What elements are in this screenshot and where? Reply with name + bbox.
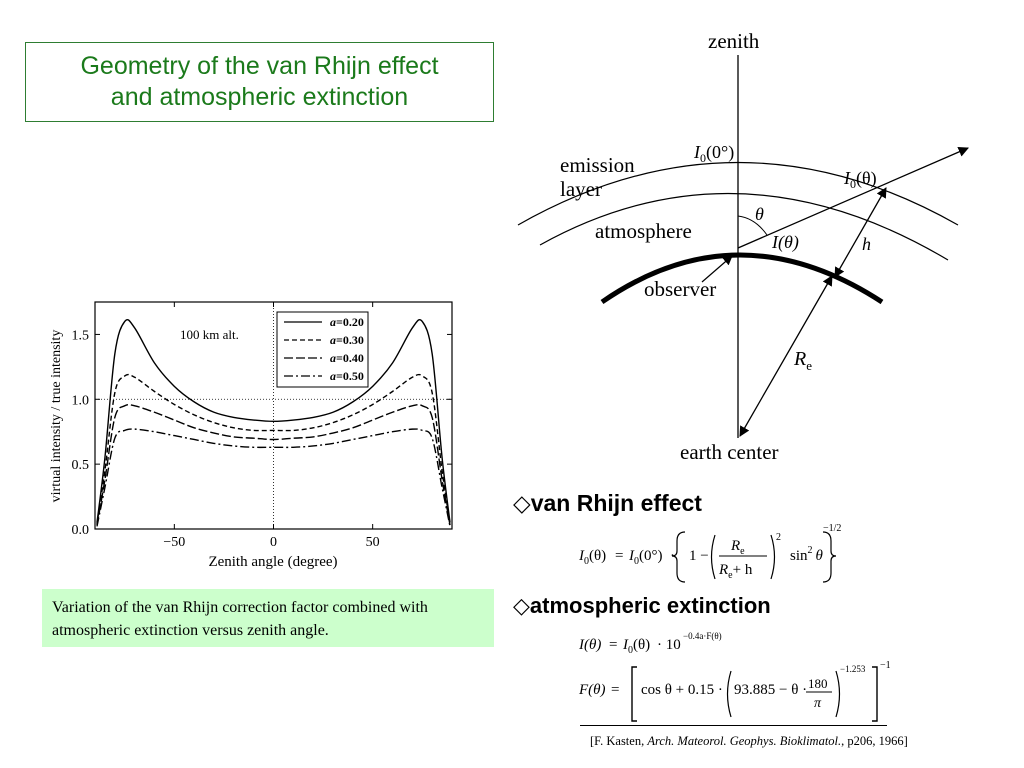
svg-text:−1/2: −1/2	[823, 523, 841, 534]
y-tick-label: 0.5	[72, 458, 90, 473]
observer-pointer-arrow	[701, 255, 733, 283]
legend-label-4: a=0.50	[330, 369, 364, 383]
svg-text:F(θ): F(θ)	[578, 682, 606, 698]
svg-text:−1.253: −1.253	[840, 664, 866, 674]
title-line-2: and atmospheric extinction	[110, 83, 409, 111]
f-theta-equation: F(θ) = cos θ + 0.15 · 93.885 − θ · 180 π…	[578, 660, 891, 722]
height-arrow	[834, 187, 887, 278]
svg-text:=: =	[609, 637, 617, 653]
i-theta-label: I(θ)	[771, 232, 799, 253]
svg-text:cos θ + 0.15 ·: cos θ + 0.15 ·	[641, 682, 723, 698]
svg-text:180: 180	[808, 676, 828, 691]
svg-text:· 10: · 10	[657, 637, 681, 653]
series-line-3	[96, 403, 451, 526]
i0-zero-label: I0(0°)	[693, 142, 734, 165]
x-tick-label: −50	[163, 535, 185, 550]
observer-label: observer	[644, 277, 716, 301]
zenith-label: zenith	[708, 29, 760, 53]
svg-text:2: 2	[776, 532, 781, 543]
emission-label: emission	[560, 153, 635, 177]
legend-box	[276, 311, 369, 388]
x-axis-label: Zenith angle (degree)	[208, 554, 337, 570]
svg-text:I(θ): I(θ)	[578, 637, 601, 653]
i0-theta-label: I0(θ)	[843, 168, 877, 191]
svg-text:−0.4a·F(θ): −0.4a·F(θ)	[683, 631, 722, 641]
intensity-chart: 100 km alt. Zenith angle (degree) virtua…	[49, 301, 453, 570]
atmosphere-label: atmosphere	[595, 219, 692, 243]
svg-text:93.885 − θ ·: 93.885 − θ ·	[734, 682, 807, 698]
theta-label: θ	[755, 204, 764, 224]
svg-text:−1: −1	[880, 660, 891, 671]
figure-caption: Variation of the van Rhijn correction fa…	[42, 589, 494, 647]
reference-citation: [F. Kasten, Arch. Mateorol. Geophys. Bio…	[590, 734, 908, 748]
svg-text:I0(θ): I0(θ)	[622, 637, 650, 656]
svg-text:=: =	[615, 548, 623, 564]
extinction-heading: ◇atmospheric extinction	[513, 593, 771, 618]
h-label: h	[862, 234, 871, 254]
geometry-diagram: zenith emission layer atmosphere observe…	[517, 29, 969, 464]
equations-panel: ◇van Rhijn effect ◇atmospheric extinctio…	[513, 490, 891, 722]
x-tick-label: 0	[270, 535, 277, 550]
svg-text:I0(θ): I0(θ)	[578, 548, 606, 567]
svg-text:1 −: 1 −	[689, 548, 709, 564]
x-tick-label: 50	[366, 535, 380, 550]
title-line-1: Geometry of the van Rhijn effect	[80, 52, 439, 80]
svg-text:Re+ h: Re+ h	[718, 562, 753, 581]
svg-text:=: =	[611, 682, 619, 698]
reference-rule	[580, 725, 887, 726]
legend-label-1: a=0.20	[330, 315, 364, 329]
slide-title: Geometry of the van Rhijn effect and atm…	[25, 42, 494, 122]
layer-label: layer	[560, 177, 602, 201]
y-tick-label: 1.5	[72, 328, 90, 343]
series-line-1	[96, 318, 451, 523]
earth-center-label: earth center	[680, 440, 779, 464]
earth-surface-arc	[600, 252, 884, 305]
svg-text:Re: Re	[730, 538, 745, 557]
series-line-4	[96, 428, 451, 527]
svg-text:I0(0°): I0(0°)	[628, 548, 663, 567]
extinction-equation: I(θ) = I0(θ) · 10 −0.4a·F(θ)	[578, 631, 722, 656]
van-rhijn-heading: ◇van Rhijn effect	[513, 490, 702, 516]
re-label: Re	[793, 348, 812, 373]
earth-radius-arrow	[739, 275, 833, 437]
series-line-2	[96, 373, 451, 524]
theta-angle-arc	[737, 215, 768, 236]
y-tick-label: 1.0	[72, 393, 90, 408]
chart-annotation: 100 km alt.	[180, 327, 239, 342]
svg-text:π: π	[814, 696, 822, 711]
y-tick-label: 0.0	[72, 523, 90, 538]
emission-layer-inner-arc	[539, 192, 949, 261]
legend-label-3: a=0.40	[330, 351, 364, 365]
y-axis-label: virtual intensity / true intensity	[49, 330, 64, 503]
legend-label-2: a=0.30	[330, 333, 364, 347]
